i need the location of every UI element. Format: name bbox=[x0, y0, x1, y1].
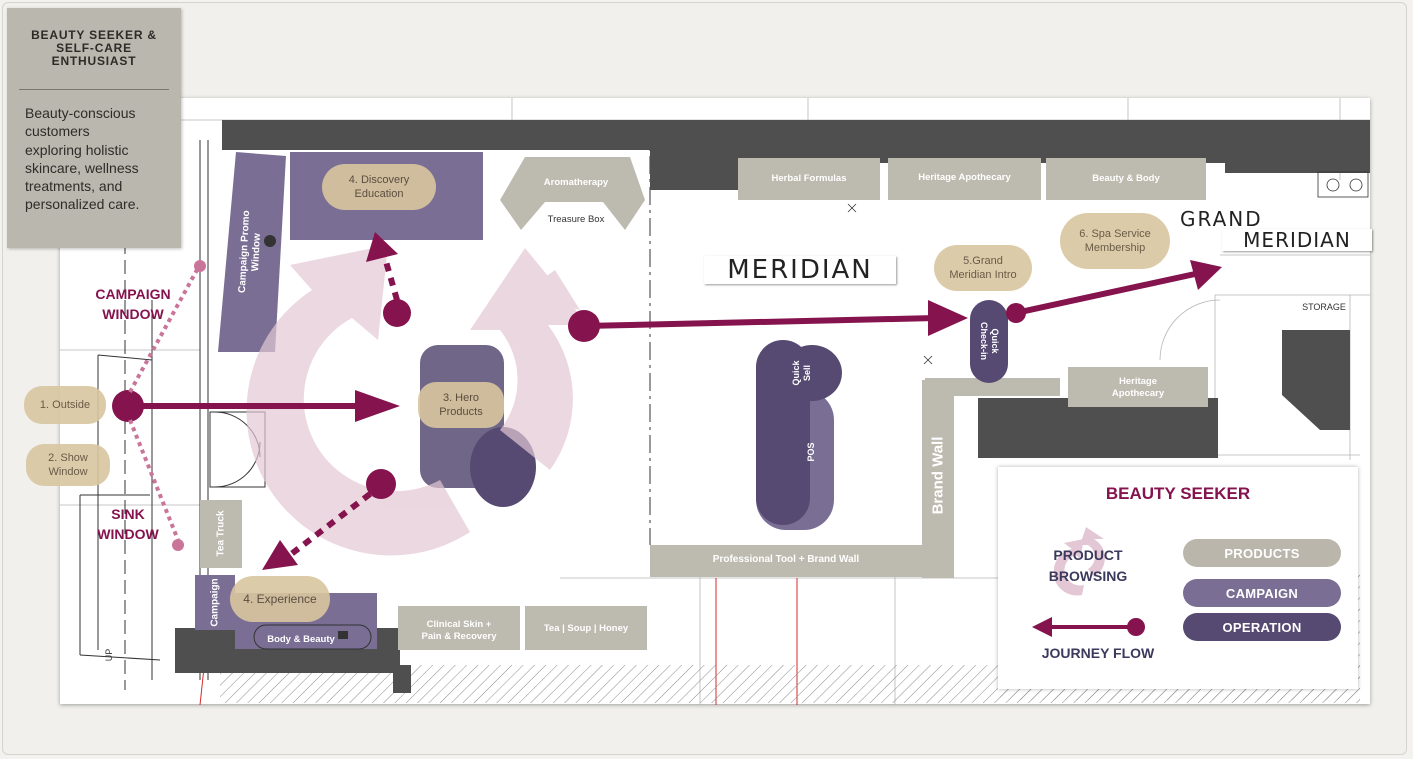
step-spa-membership: 6. Spa Service Membership bbox=[1060, 213, 1170, 269]
legend-campaign-badge: CAMPAIGN bbox=[1183, 579, 1341, 607]
meridian-logo: MERIDIAN bbox=[704, 256, 896, 284]
beauty-body-top-label: Beauty & Body bbox=[1092, 173, 1160, 184]
tea-truck-label: Tea Truck bbox=[215, 510, 227, 557]
step-grand-meridian-intro: 5.Grand Meridian Intro bbox=[934, 245, 1032, 291]
persona-title: BEAUTY SEEKER & SELF-CARE ENTHUSIAST bbox=[19, 26, 169, 90]
journey-flow-icon bbox=[1032, 617, 1145, 637]
treasure-box-label: Treasure Box bbox=[547, 214, 605, 225]
sink-window-label: SINK WINDOW bbox=[97, 506, 159, 542]
professional-tool-wall-label: Professional Tool + Brand Wall bbox=[712, 554, 860, 565]
heritage-apothecary-mid-label: Heritage Apothecary bbox=[1111, 376, 1165, 399]
quick-checkin-label: Quick Check-in bbox=[979, 321, 1000, 360]
herbal-formulas-label: Herbal Formulas bbox=[771, 173, 847, 184]
legend-journey-flow: JOURNEY FLOW bbox=[1041, 645, 1155, 661]
step-outside: 1. Outside bbox=[24, 386, 106, 424]
storage-label: STORAGE bbox=[1302, 302, 1346, 312]
persona-description: Beauty-conscious customers exploring hol… bbox=[25, 105, 140, 213]
heritage-apothecary-top-label: Heritage Apothecary bbox=[918, 172, 1011, 183]
campaign-small-label: Campaign bbox=[209, 578, 221, 627]
step-hero-products: 3. Hero Products bbox=[418, 382, 504, 428]
product-browsing-icon bbox=[1054, 527, 1105, 596]
legend-products-badge: PRODUCTS bbox=[1183, 539, 1341, 567]
step-discovery-education: 4. Discovery Education bbox=[322, 164, 436, 210]
quick-sell-label: Quick Sell bbox=[791, 360, 812, 386]
brand-wall-label: Brand Wall bbox=[929, 436, 947, 515]
step-show-window: 2. Show Window bbox=[26, 444, 110, 486]
aromatherapy-label: Aromatherapy bbox=[543, 177, 609, 188]
step-experience: 4. Experience bbox=[230, 576, 330, 622]
legend-panel: BEAUTY SEEKER PRODUCT BROWSING JOURNEY F… bbox=[998, 467, 1358, 689]
legend-title: BEAUTY SEEKER bbox=[1105, 484, 1251, 503]
grand-logo-top: GRAND bbox=[1180, 207, 1263, 231]
body-beauty-label: Body & Beauty bbox=[267, 634, 335, 645]
legend-product-browsing: PRODUCT BROWSING bbox=[1048, 547, 1128, 584]
tea-soup-honey-label: Tea | Soup | Honey bbox=[543, 623, 629, 634]
legend-operation-badge: OPERATION bbox=[1183, 613, 1341, 641]
clinical-skin-label: Clinical Skin + Pain & Recovery bbox=[421, 619, 497, 642]
pos-label: POS bbox=[806, 442, 816, 462]
up-label: UP bbox=[104, 648, 114, 662]
campaign-window-label: CAMPAIGN WINDOW bbox=[95, 286, 171, 322]
grand-meridian-logo: MERIDIAN bbox=[1222, 229, 1372, 251]
persona-card: BEAUTY SEEKER & SELF-CARE ENTHUSIAST Bea… bbox=[7, 8, 181, 248]
